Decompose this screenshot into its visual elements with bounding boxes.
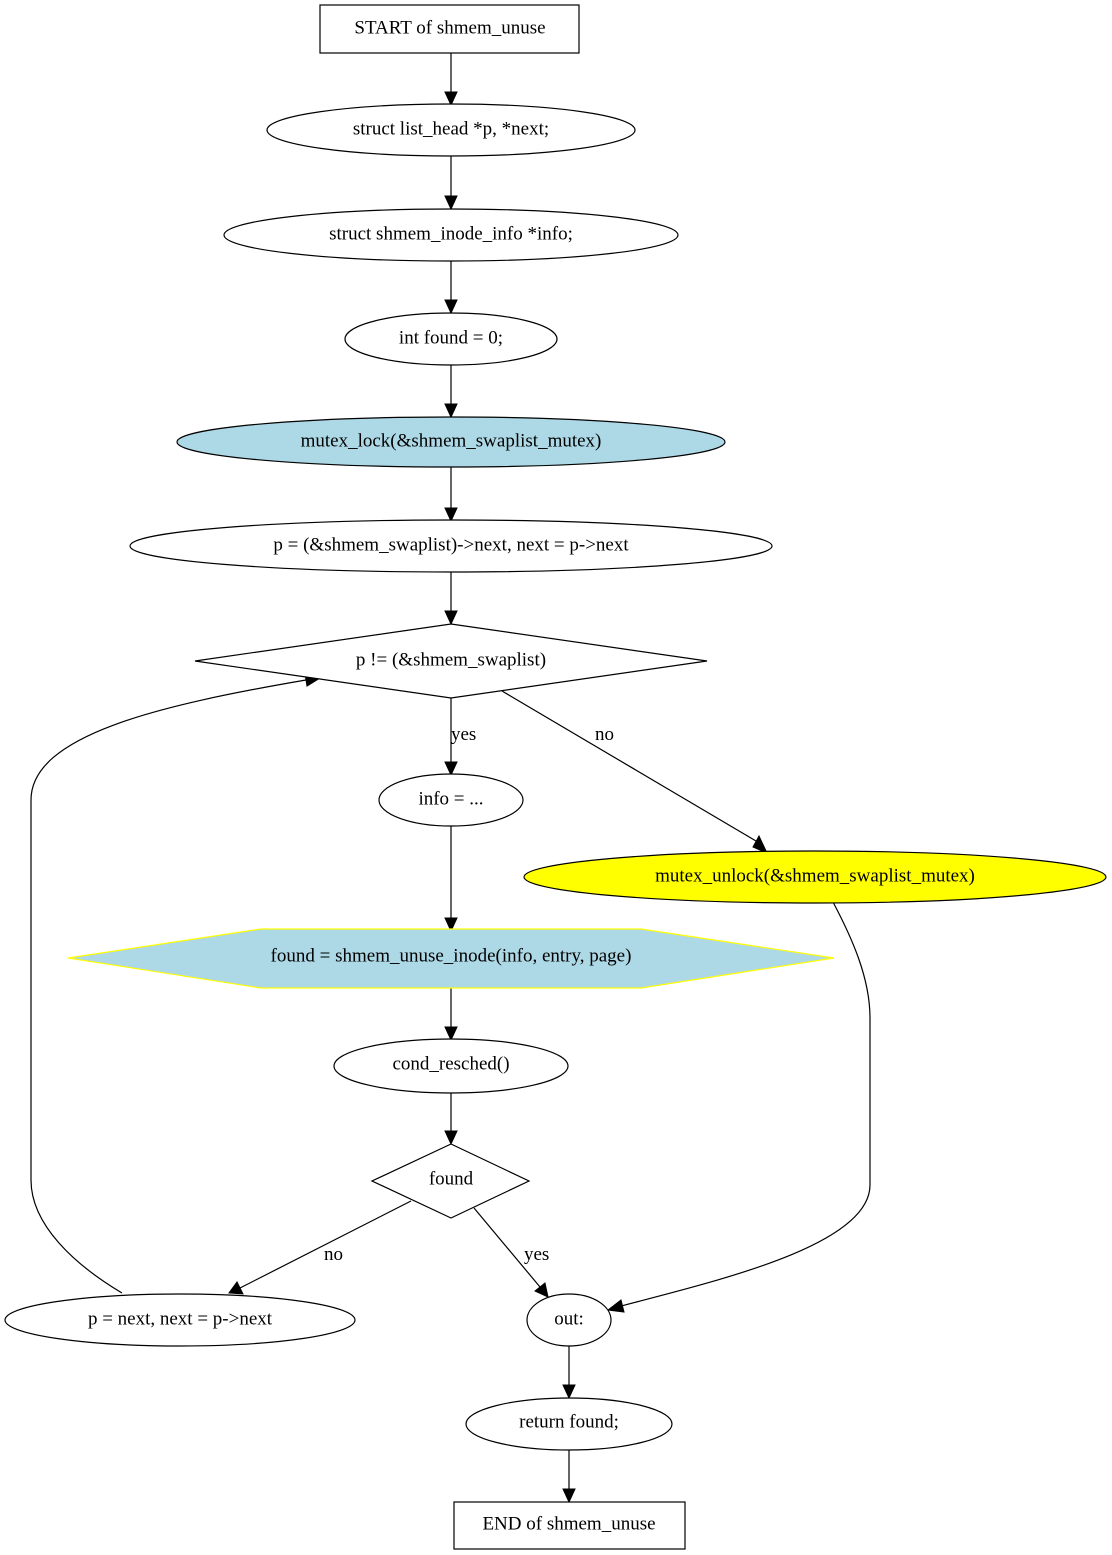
loop-cond-label: p != (&shmem_swaplist) [356, 649, 546, 670]
found-cond-node: found [370, 1143, 531, 1219]
cond-resched-ellipse [333, 1038, 569, 1094]
unuse-inode-label: found = shmem_unuse_inode(info, entry, p… [271, 945, 632, 966]
start-box [319, 4, 580, 54]
arrowhead [444, 917, 458, 933]
loop-cond-node: p != (&shmem_swaplist) [194, 623, 708, 699]
cond-resched-label: cond_resched() [392, 1053, 509, 1074]
end-label: END of shmem_unuse [482, 1513, 655, 1534]
out-node: out: [526, 1293, 612, 1347]
advance-node: p = next, next = p->next [4, 1293, 356, 1347]
arrowhead [444, 761, 458, 777]
out-label: out: [554, 1308, 584, 1329]
edge-loop-cond-to-unlock-no [501, 690, 757, 842]
out-ellipse [526, 1293, 612, 1347]
loop-cond-diamond [194, 623, 708, 699]
arrowhead [444, 610, 458, 626]
nodes: START of shmem_unuse struct list_head *p… [4, 4, 1107, 1550]
arrowhead [444, 1026, 458, 1042]
advance-ellipse [4, 1293, 356, 1347]
init-p-node: p = (&shmem_swaplist)->next, next = p->n… [129, 519, 773, 573]
mutex-lock-node: mutex_lock(&shmem_swaplist_mutex) [176, 416, 726, 468]
decl-info-node: struct shmem_inode_info *info; [223, 208, 679, 262]
info-assign-ellipse [378, 773, 524, 827]
mutex-lock-label: mutex_lock(&shmem_swaplist_mutex) [301, 430, 602, 451]
edge-found-cond-to-advance-no [239, 1200, 412, 1289]
edge-unlock-to-out [620, 901, 871, 1307]
decl-p-label: struct list_head *p, *next; [353, 118, 549, 139]
edge-labels: yes no no yes [324, 724, 614, 1265]
end-node: END of shmem_unuse [453, 1501, 686, 1550]
return-found-ellipse [465, 1397, 673, 1451]
unuse-inode-node: found = shmem_unuse_inode(info, entry, p… [67, 928, 835, 989]
info-assign-node: info = ... [378, 773, 524, 827]
arrowhead [444, 403, 458, 419]
start-node: START of shmem_unuse [319, 4, 580, 54]
unuse-inode-hexagon [67, 928, 835, 989]
arrowhead [752, 834, 769, 854]
arrowhead [444, 195, 458, 211]
arrowhead [562, 1488, 576, 1504]
arrowhead [444, 299, 458, 315]
info-assign-label: info = ... [418, 788, 483, 809]
arrowhead [444, 1130, 458, 1146]
decl-p-node: struct list_head *p, *next; [266, 103, 636, 157]
found-cond-diamond [370, 1143, 531, 1219]
init-p-label: p = (&shmem_swaplist)->next, next = p->n… [273, 534, 629, 555]
found-cond-label: found [429, 1168, 474, 1189]
edge-label-loop-yes: yes [451, 724, 476, 745]
edge-advance-back-to-loop-cond [30, 679, 307, 1294]
init-p-ellipse [129, 519, 773, 573]
decl-info-label: struct shmem_inode_info *info; [329, 223, 573, 244]
return-found-label: return found; [519, 1411, 619, 1432]
return-found-node: return found; [465, 1397, 673, 1451]
decl-found-ellipse [344, 312, 558, 366]
mutex-lock-ellipse [176, 416, 726, 468]
edge-label-found-yes: yes [524, 1244, 549, 1265]
arrowhead [562, 1384, 576, 1400]
arrowhead [606, 1299, 625, 1313]
decl-found-label: int found = 0; [399, 327, 503, 348]
edge-label-loop-no: no [595, 724, 614, 745]
arrowhead [444, 91, 458, 107]
decl-info-ellipse [223, 208, 679, 262]
arrowhead [228, 1281, 244, 1295]
cond-resched-node: cond_resched() [333, 1038, 569, 1094]
mutex-unlock-node: mutex_unlock(&shmem_swaplist_mutex) [523, 850, 1107, 904]
arrowhead [444, 507, 458, 523]
edges [30, 53, 871, 1504]
decl-found-node: int found = 0; [344, 312, 558, 366]
mutex-unlock-ellipse [523, 850, 1107, 904]
mutex-unlock-label: mutex_unlock(&shmem_swaplist_mutex) [655, 865, 975, 886]
start-label: START of shmem_unuse [354, 17, 545, 38]
decl-p-ellipse [266, 103, 636, 157]
edge-label-found-no: no [324, 1244, 343, 1265]
end-box [453, 1501, 686, 1550]
advance-label: p = next, next = p->next [88, 1308, 273, 1329]
edge-found-cond-to-out-yes [473, 1207, 541, 1288]
arrowhead [534, 1282, 549, 1298]
